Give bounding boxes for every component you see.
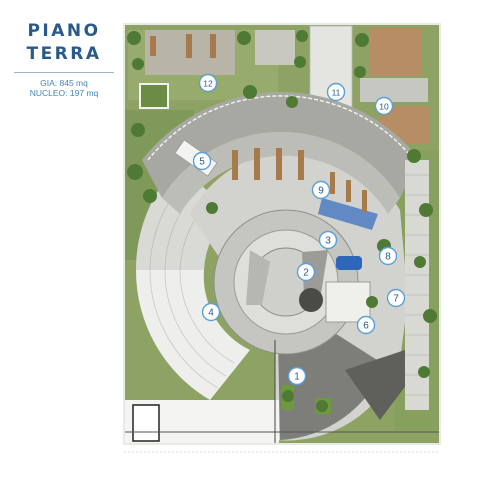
service-building: [132, 404, 160, 442]
marker-12-label: 12: [203, 79, 213, 89]
plan-title-line1: PIANO: [27, 21, 101, 41]
marker-4-badge: [201, 302, 221, 322]
site-border: [123, 23, 441, 445]
north-arc-terrace: [142, 91, 420, 198]
north-plaza: [255, 30, 295, 65]
west-stair-lower: [135, 270, 250, 400]
marker-11-badge: [326, 82, 346, 102]
marker-8-badge: [378, 246, 398, 266]
marker-10-badge: [374, 96, 394, 116]
covered-arcade: [162, 131, 400, 214]
nucleo-value: 197 mq: [69, 88, 99, 98]
plan-title-line2: TERRA: [26, 44, 102, 64]
trees: [127, 30, 437, 412]
gia-label: GIA:: [40, 78, 58, 88]
title-divider: [14, 72, 114, 73]
marker-10-label: 10: [379, 102, 389, 112]
marker-3-label: 3: [325, 236, 331, 247]
marker-3-badge: [318, 230, 338, 250]
marker-4-label: 4: [208, 308, 214, 319]
table-rows: [150, 34, 367, 212]
nucleo-stat: NUCLEO: 197 mq: [14, 88, 114, 98]
marker-5-label: 5: [199, 157, 205, 168]
south-east-ramp: [345, 350, 410, 420]
east-terrace: [360, 78, 428, 102]
nucleo-label: NUCLEO:: [29, 88, 68, 98]
courtyard-garden: [139, 83, 169, 109]
east-hall: [325, 281, 371, 323]
water-feature: [336, 256, 362, 270]
marker-2-label: 2: [303, 268, 309, 279]
glazed-wall: [318, 198, 378, 230]
marker-9-label: 9: [318, 186, 324, 197]
marker-6-label: 6: [363, 321, 369, 332]
south-court: [278, 330, 385, 440]
marker-8-label: 8: [385, 252, 391, 263]
marker-9-badge: [311, 180, 331, 200]
marker-7-badge: [386, 288, 406, 308]
title-block: PIANO TERRA GIA: 845 mq NUCLEO: 197 mq: [14, 20, 114, 98]
marker-1-badge: [287, 366, 307, 386]
gia-value: 845 mq: [59, 78, 88, 88]
deck-north-east: [370, 28, 422, 76]
core-stair: [299, 288, 323, 312]
marker-5-badge: [192, 151, 212, 171]
marker-12-badge: [198, 73, 218, 93]
gia-stat: GIA: 845 mq: [14, 78, 114, 88]
marker-7-label: 7: [393, 294, 399, 305]
marker-6-badge: [356, 315, 376, 335]
marker-1-label: 1: [294, 372, 300, 383]
marker-11-label: 11: [332, 88, 341, 98]
marker-2-badge: [296, 262, 316, 282]
